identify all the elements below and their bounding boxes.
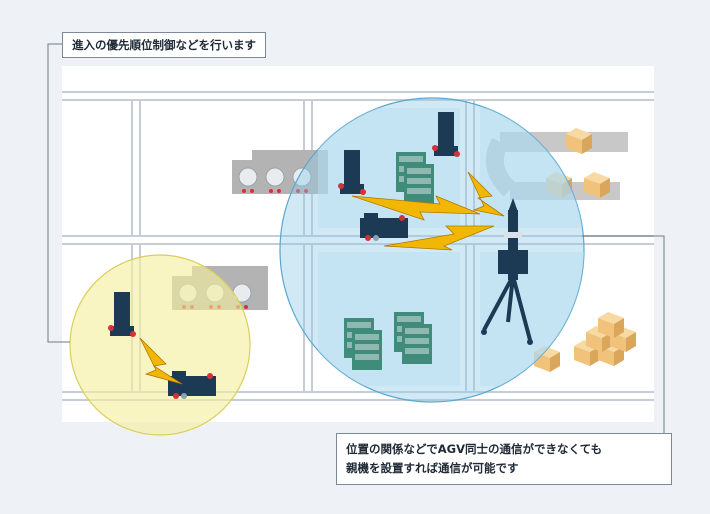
lightning-icon <box>351 171 505 251</box>
lightning-icon <box>139 337 183 385</box>
priority-control-text: 進入の優先順位制御などを行います <box>72 38 256 52</box>
agv-range <box>69 254 251 436</box>
antenna-tripod-icon <box>481 198 533 345</box>
parent-station-text-line1: 位置の関係などでAGV同士の通信ができなくても <box>346 442 603 456</box>
parent-station-callout: 位置の関係などでAGV同士の通信ができなくても 親機を設置すれば通信が可能です <box>336 433 672 485</box>
parent-station-text-line2: 親機を設置すれば通信が可能です <box>346 461 519 475</box>
priority-control-callout: 進入の優先順位制御などを行います <box>62 32 266 58</box>
